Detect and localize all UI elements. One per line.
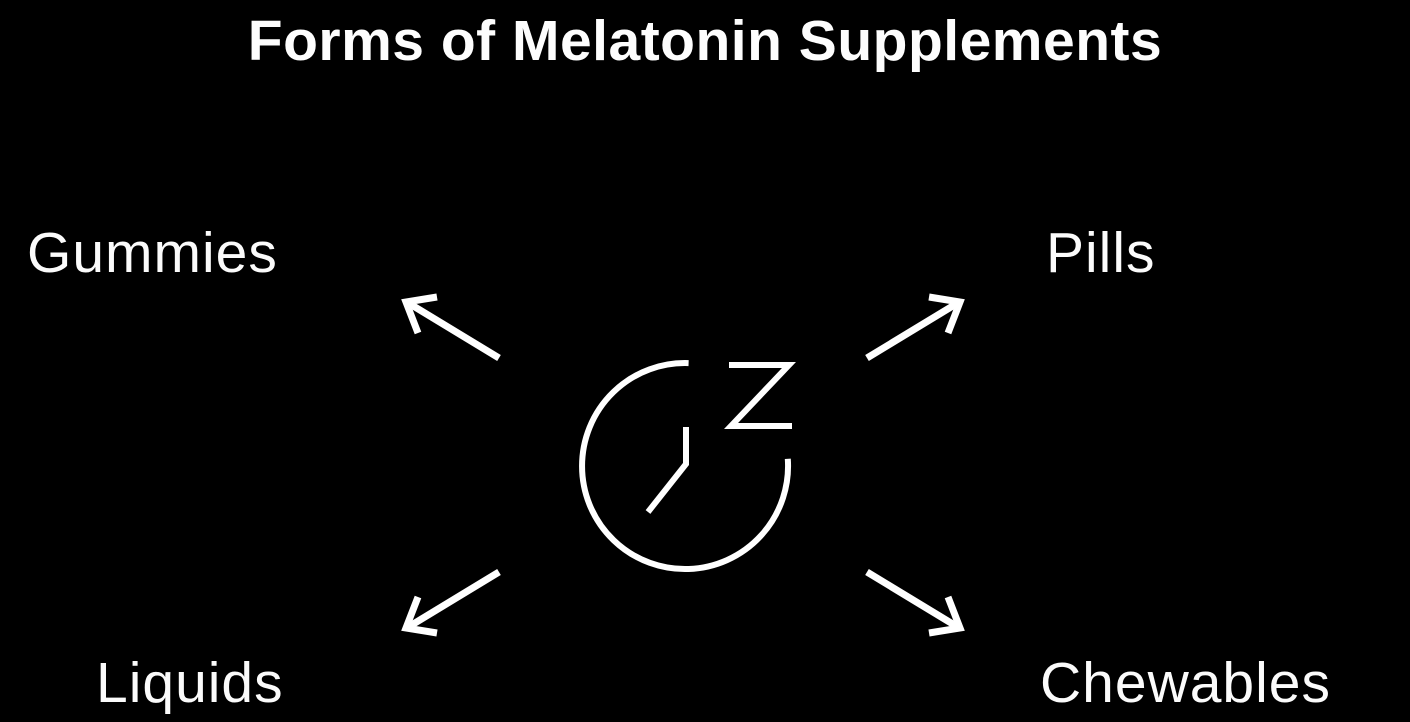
sleep-z-glyph xyxy=(724,362,796,429)
sleep-clock-icon xyxy=(579,360,796,573)
node-label-pills: Pills xyxy=(1046,221,1156,285)
node-label-gummies: Gummies xyxy=(27,221,278,285)
arrow-to-chewables xyxy=(865,569,965,637)
arrow-to-pills xyxy=(865,293,965,361)
node-label-liquids: Liquids xyxy=(96,651,284,715)
arrow-to-gummies xyxy=(401,293,501,361)
clock-circle xyxy=(579,360,792,573)
node-label-chewables: Chewables xyxy=(1040,651,1331,715)
arrow-to-liquids xyxy=(401,569,501,637)
clock-hands xyxy=(645,427,689,514)
page-title: Forms of Melatonin Supplements xyxy=(247,9,1163,73)
